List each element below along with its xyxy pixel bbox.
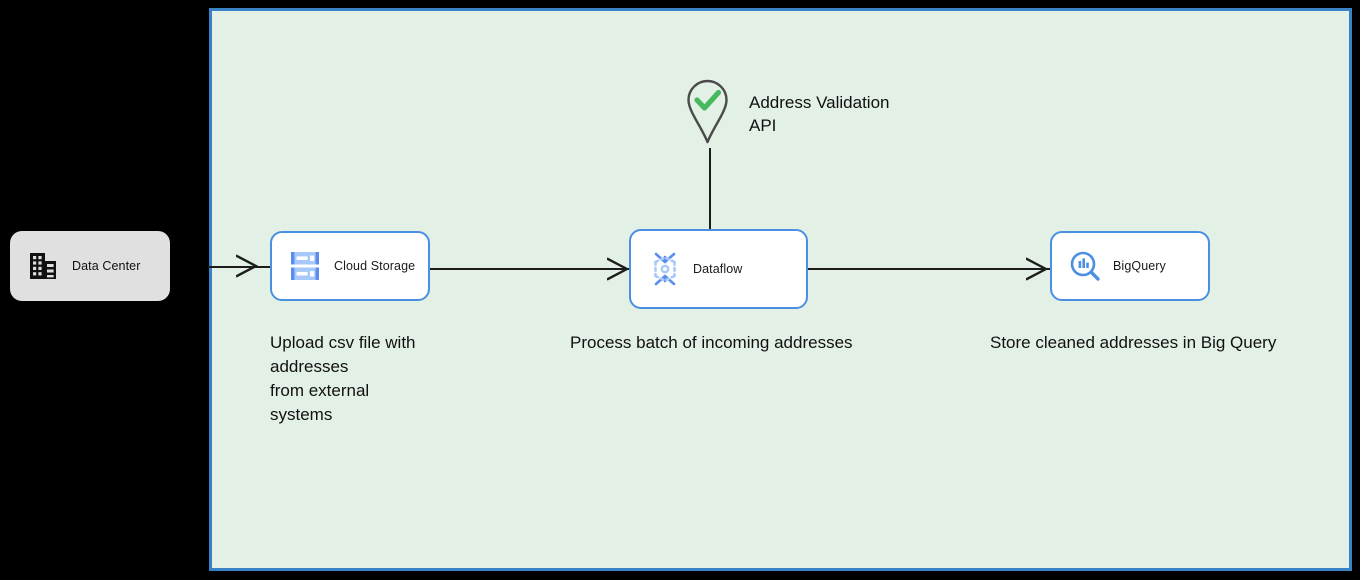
- node-label: Address Validation API: [749, 93, 890, 135]
- caption-dataflow: Process batch of incoming addresses: [570, 333, 853, 352]
- connector-line: [808, 268, 1050, 270]
- connector-line: [208, 266, 270, 268]
- node-label: Dataflow: [693, 262, 743, 276]
- node-cloud-storage[interactable]: Cloud Storage: [270, 231, 430, 301]
- cloud-storage-icon: [290, 250, 320, 282]
- arrowhead-icon: [1026, 257, 1048, 281]
- building-icon: [28, 251, 58, 281]
- node-data-center[interactable]: Data Center: [10, 231, 170, 301]
- node-label: BigQuery: [1113, 259, 1166, 273]
- node-dataflow[interactable]: Dataflow: [629, 229, 808, 309]
- caption-cloud-storage: Upload csv file with addresses from exte…: [270, 333, 416, 424]
- arrowhead-icon: [236, 254, 258, 278]
- dataflow-icon: [649, 251, 681, 287]
- caption-bigquery: Store cleaned addresses in Big Query: [990, 333, 1277, 352]
- connector-line: [709, 148, 711, 229]
- arrowhead-icon: [607, 257, 629, 281]
- node-label: Cloud Storage: [334, 259, 416, 273]
- node-bigquery[interactable]: BigQuery: [1050, 231, 1210, 301]
- node-address-validation-api[interactable]: Address Validation API: [685, 78, 890, 151]
- node-label: Data Center: [72, 259, 141, 273]
- map-pin-check-icon: [685, 78, 730, 151]
- bigquery-icon: [1069, 250, 1101, 282]
- connector-line: [430, 268, 629, 270]
